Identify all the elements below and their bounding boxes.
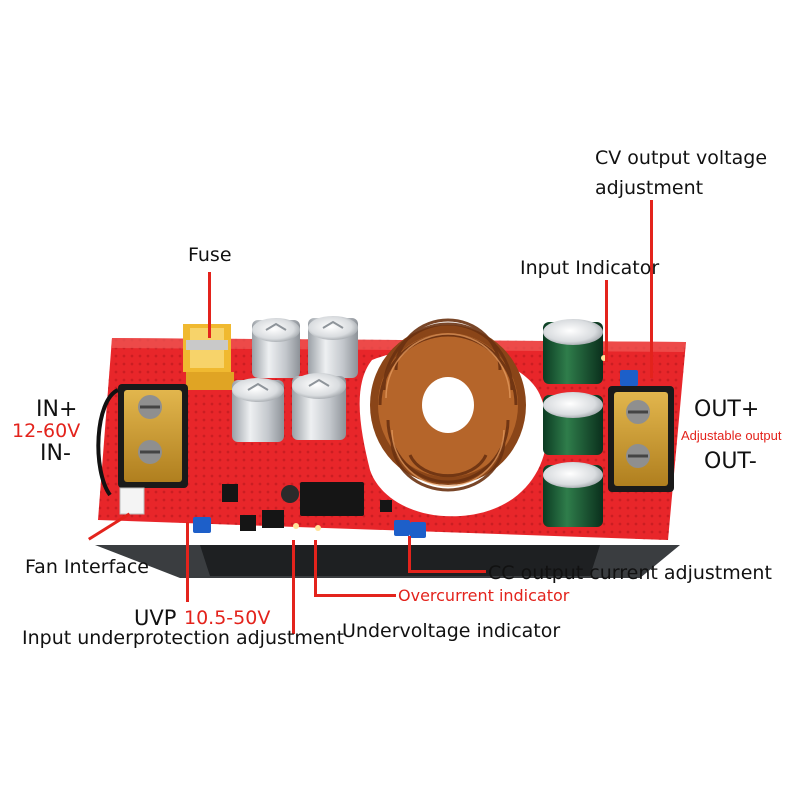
label-in-range: 12-60V [12, 420, 81, 442]
label-input-underprotection: Input underprotection adjustment [22, 627, 345, 649]
label-cv-line2: adjustment [595, 177, 704, 199]
heatsink [95, 545, 680, 578]
leader-uvp [186, 522, 189, 602]
label-uvp-range: 10.5-50V [184, 607, 271, 629]
output-capacitors [543, 319, 603, 527]
label-fuse: Fuse [188, 244, 232, 266]
leader-overcurrent [314, 540, 317, 596]
toroid-inductor [370, 318, 526, 492]
leader-input-indicator [605, 280, 608, 362]
leader-undervoltage [292, 540, 295, 634]
label-in-minus: IN- [40, 441, 71, 466]
label-out-minus: OUT- [704, 449, 757, 474]
label-overcurrent-indicator: Overcurrent indicator [398, 586, 570, 605]
label-uvp: UVP [134, 606, 177, 630]
label-undervoltage-indicator: Undervoltage indicator [342, 620, 561, 642]
leader-cv [650, 200, 653, 378]
fuse [183, 324, 234, 390]
label-out-plus: OUT+ [694, 397, 760, 422]
label-input-indicator: Input Indicator [520, 257, 660, 279]
input-capacitors [232, 316, 358, 442]
leader-fuse [208, 272, 211, 338]
fan-connector [119, 487, 145, 515]
label-fan-interface: Fan Interface [25, 556, 149, 578]
leader-overcurrent-h [314, 594, 396, 597]
label-cc-adjustment: CC output current adjustment [488, 562, 772, 584]
potentiometers [193, 370, 638, 538]
leader-cc [408, 536, 411, 572]
output-terminal [608, 386, 674, 492]
label-adjustable-output: Adjustable output [681, 428, 782, 443]
label-cv-line1: CV output voltage [595, 147, 768, 169]
fan-wire [96, 388, 120, 497]
label-in-plus: IN+ [36, 397, 78, 422]
leader-cc-h [408, 570, 486, 573]
input-terminal [118, 384, 188, 488]
ics [222, 482, 392, 531]
